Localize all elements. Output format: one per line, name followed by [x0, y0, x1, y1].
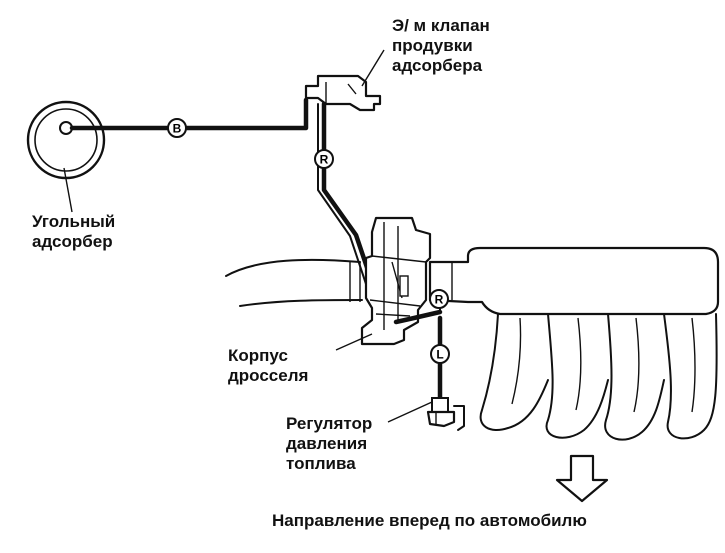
hose-marker-r-lower: R — [429, 289, 449, 309]
forward-arrow-icon — [555, 454, 609, 503]
label-fuel-regulator: Регулятор давления топлива — [286, 414, 372, 474]
hose-marker-r-lower-label: R — [435, 293, 444, 307]
label-throttle-body: Корпус дросселя — [228, 346, 308, 386]
leader-throttle — [335, 333, 373, 351]
hose-marker-b-label: B — [173, 122, 182, 136]
leader-lines — [63, 49, 433, 423]
label-canister-line-1: Угольный — [32, 212, 116, 231]
hose-marker-l: L — [430, 344, 450, 364]
label-regulator-line-1: Регулятор — [286, 414, 373, 433]
label-throttle-line-1: Корпус — [228, 346, 288, 365]
throttle-body — [360, 216, 432, 346]
hose-marker-r-upper-label: R — [320, 153, 329, 167]
label-canister-line-2: адсорбер — [32, 232, 113, 251]
hose-marker-l-label: L — [436, 348, 443, 362]
label-regulator-line-3: топлива — [286, 454, 356, 473]
label-purge-valve: Э/ м клапан продувки адсорбера — [392, 16, 490, 76]
hose-marker-b: B — [167, 118, 187, 138]
label-purge-valve-line-2: продувки — [392, 36, 473, 55]
label-purge-valve-line-3: адсорбера — [392, 56, 483, 75]
charcoal-canister — [26, 100, 106, 180]
hose-marker-r-upper: R — [314, 149, 334, 169]
label-forward-direction: Направление вперед по автомобилю — [272, 511, 587, 530]
label-throttle-line-2: дросселя — [228, 366, 309, 385]
leader-regulator — [387, 401, 433, 423]
label-regulator-line-2: давления — [286, 434, 368, 453]
label-canister: Угольный адсорбер — [32, 212, 115, 252]
label-purge-valve-line-1: Э/ м клапан — [392, 16, 490, 35]
air-intake-duct — [225, 258, 363, 307]
intake-manifold — [428, 246, 720, 441]
hose-b — [69, 97, 309, 131]
leader-canister — [63, 167, 73, 213]
fuel-pressure-regulator — [426, 397, 465, 431]
leader-valve — [361, 49, 385, 87]
